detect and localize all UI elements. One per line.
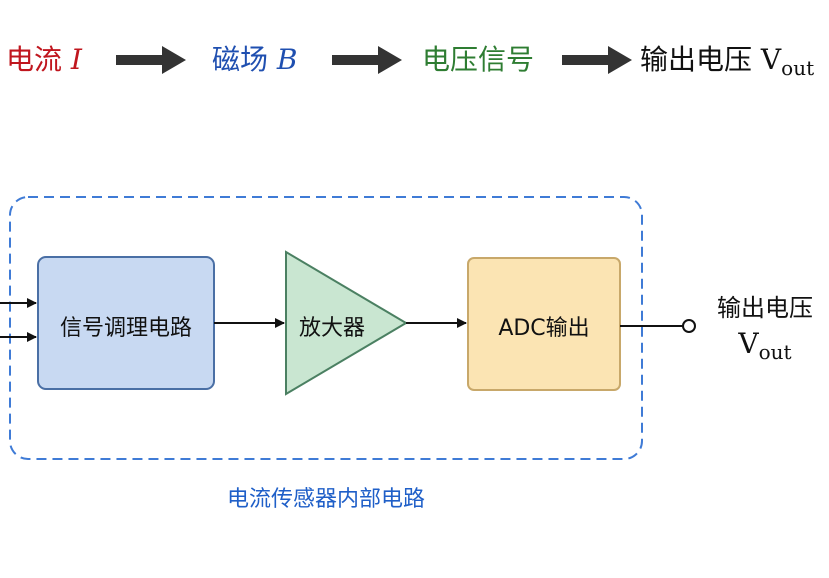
- flow-output-vout: Vout: [760, 43, 815, 80]
- amplifier-label: 放大器: [298, 316, 365, 341]
- flow-voltage-signal: 电压信号: [422, 38, 534, 82]
- adc-block: [467, 257, 621, 391]
- output-voltage-text: 输出电压: [717, 294, 813, 322]
- sensor-boundary: [9, 196, 643, 460]
- flow-output-voltage-label: 输出电压: [640, 43, 753, 76]
- output-voltage-label: 输出电压 Vout: [706, 288, 824, 364]
- flow-current-label: 电流: [6, 43, 63, 76]
- flow-field-label: 磁场: [212, 43, 269, 76]
- flow-voltage-signal-label: 电压信号: [422, 43, 535, 76]
- amplifier-triangle: [285, 250, 408, 396]
- adc-label: ADC输出: [498, 316, 590, 341]
- flow-arrow-1: [116, 46, 186, 74]
- signal-flow-row: 电流 I 磁场 B 电压信号 输出电压 Vout: [0, 38, 829, 82]
- flow-output-voltage: 输出电压 Vout: [640, 38, 814, 82]
- conditioning-label: 信号调理电路: [59, 316, 192, 341]
- flow-arrow-3: [562, 46, 632, 74]
- flow-field: 磁场 B: [212, 38, 298, 82]
- flow-current: 电流 I: [6, 38, 82, 82]
- flow-arrow-2: [332, 46, 402, 74]
- output-terminal: [682, 319, 696, 333]
- flow-field-var: B: [276, 43, 298, 76]
- boundary-caption: 电流传感器内部电路: [226, 487, 425, 512]
- output-vout: Vout: [738, 327, 792, 364]
- flow-current-var: I: [70, 43, 82, 76]
